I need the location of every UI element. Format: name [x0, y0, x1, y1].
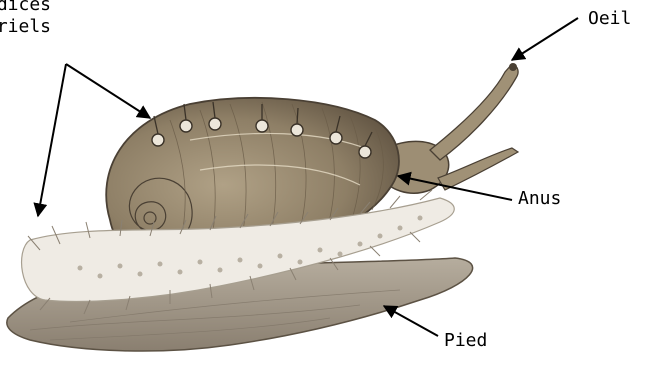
- label-anus: Anus: [518, 188, 561, 210]
- label-oeil: Oeil: [588, 8, 631, 30]
- label-appendices-line1: ndices: [0, 0, 51, 15]
- label-appendices-line2: oriels: [0, 16, 51, 37]
- arrow-pied: [384, 306, 438, 336]
- arrow-appendices-fringe: [38, 64, 66, 216]
- label-appendices: ndicesoriels: [0, 0, 51, 38]
- lower-tentacle: [438, 148, 518, 190]
- eye-tentacle: [430, 64, 518, 160]
- label-pied: Pied: [444, 330, 487, 352]
- arrow-oeil: [512, 18, 578, 60]
- eye: [509, 63, 517, 71]
- arrow-appendices-shell: [66, 64, 150, 118]
